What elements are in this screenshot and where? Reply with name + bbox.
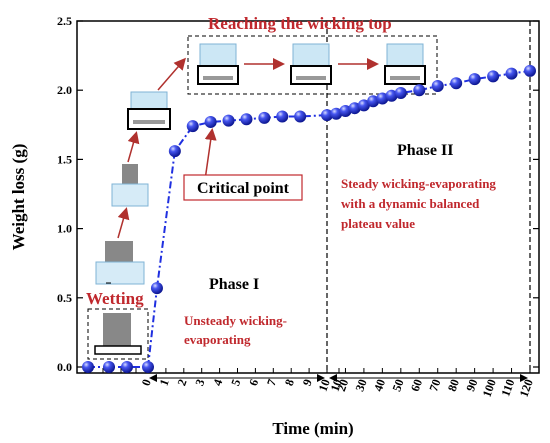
x-tick-label: 9 [300,377,315,387]
data-point [394,86,407,99]
x-tick-label: 4 [210,377,225,387]
data-point [376,92,389,105]
y-tick-label: 2.0 [57,83,72,97]
x-tick-label: 70 [426,377,443,393]
data-point [468,73,481,86]
reaching-top-label: Reaching the wicking top [208,14,392,33]
x-tick-label: 40 [371,377,388,393]
x-tick-label: 60 [408,377,425,393]
x-tick-label: 90 [463,377,480,393]
data-point [348,102,361,115]
phase1-label: Phase I [209,276,259,293]
data-point [150,282,163,295]
wicking-top-illustrations [197,43,426,85]
x-tick-label: 100 [480,377,499,399]
data-point [367,95,380,108]
critical-point-label: Critical point [197,180,290,197]
data-point [450,77,463,90]
data-point [103,361,115,373]
data-point [240,113,253,126]
wetting-box [87,308,149,360]
data-point [168,145,181,158]
x-tick-label: 8 [282,377,297,387]
initial-sample-illustration [103,313,131,347]
data-point [330,107,343,120]
data-point [357,99,370,112]
sample-illustration-mid1 [105,241,133,265]
x-tick-label: 2 [174,377,189,387]
phase2-label: Phase II [397,142,453,159]
data-point [431,80,444,93]
y-tick-label: 1.0 [57,222,72,236]
x-tick-label: 6 [246,377,261,387]
x-tick-label: 5 [228,377,243,387]
wetting-sequence-illustrations [95,91,171,285]
phase1-desc-line2: evaporating [184,332,251,347]
x-tick-label: 1 [157,377,172,387]
y-tick-label: 2.5 [57,14,72,28]
data-point [487,70,500,83]
sample-illustration-mid2 [122,164,138,184]
y-axis: 0.0 0.5 1.0 1.5 2.0 2.5 [57,14,539,374]
data-point [294,110,307,123]
y-axis-title: Weight loss (g) [9,144,28,251]
data-point [276,110,289,123]
phase2-desc-line2: with a dynamic balanced [341,196,480,211]
x-tick-label: 3 [192,377,207,387]
critical-point-box [183,174,303,201]
data-point [524,64,536,77]
data-point [82,361,94,373]
phase2-desc-line1: Steady wicking-evaporating [341,176,496,191]
data-point [413,84,426,97]
x-tick-label: 7 [264,377,279,387]
series-layer [82,64,536,373]
data-point [258,111,271,124]
x-axis-title: Time (min) [272,419,353,438]
data-point [321,109,333,122]
data-point [142,361,154,373]
plot-frame [76,20,540,374]
phase1-desc-line1: Unsteady wicking- [184,313,287,328]
y-tick-label: 0.0 [57,360,72,374]
x-tick-label: 0 [139,377,154,387]
sequence-arrows [117,57,217,239]
x-tick-label: 120 [517,377,536,399]
data-point [339,104,352,117]
wetting-label: Wetting [86,289,144,308]
data-point [204,116,217,129]
data-point [121,361,133,373]
data-point [222,114,235,127]
x-tick-label: 50 [389,377,406,393]
y-tick-label: 1.5 [57,152,72,166]
data-point [385,89,398,102]
data-point [186,120,199,133]
x-tick-label: 110 [498,377,517,398]
y-tick-label: 0.5 [57,291,72,305]
data-point [505,67,518,80]
reaching-top-box [187,35,438,95]
phase2-desc-line3: plateau value [341,216,415,231]
x-tick-label: 80 [445,377,462,393]
x-tick-label: 30 [352,377,369,393]
